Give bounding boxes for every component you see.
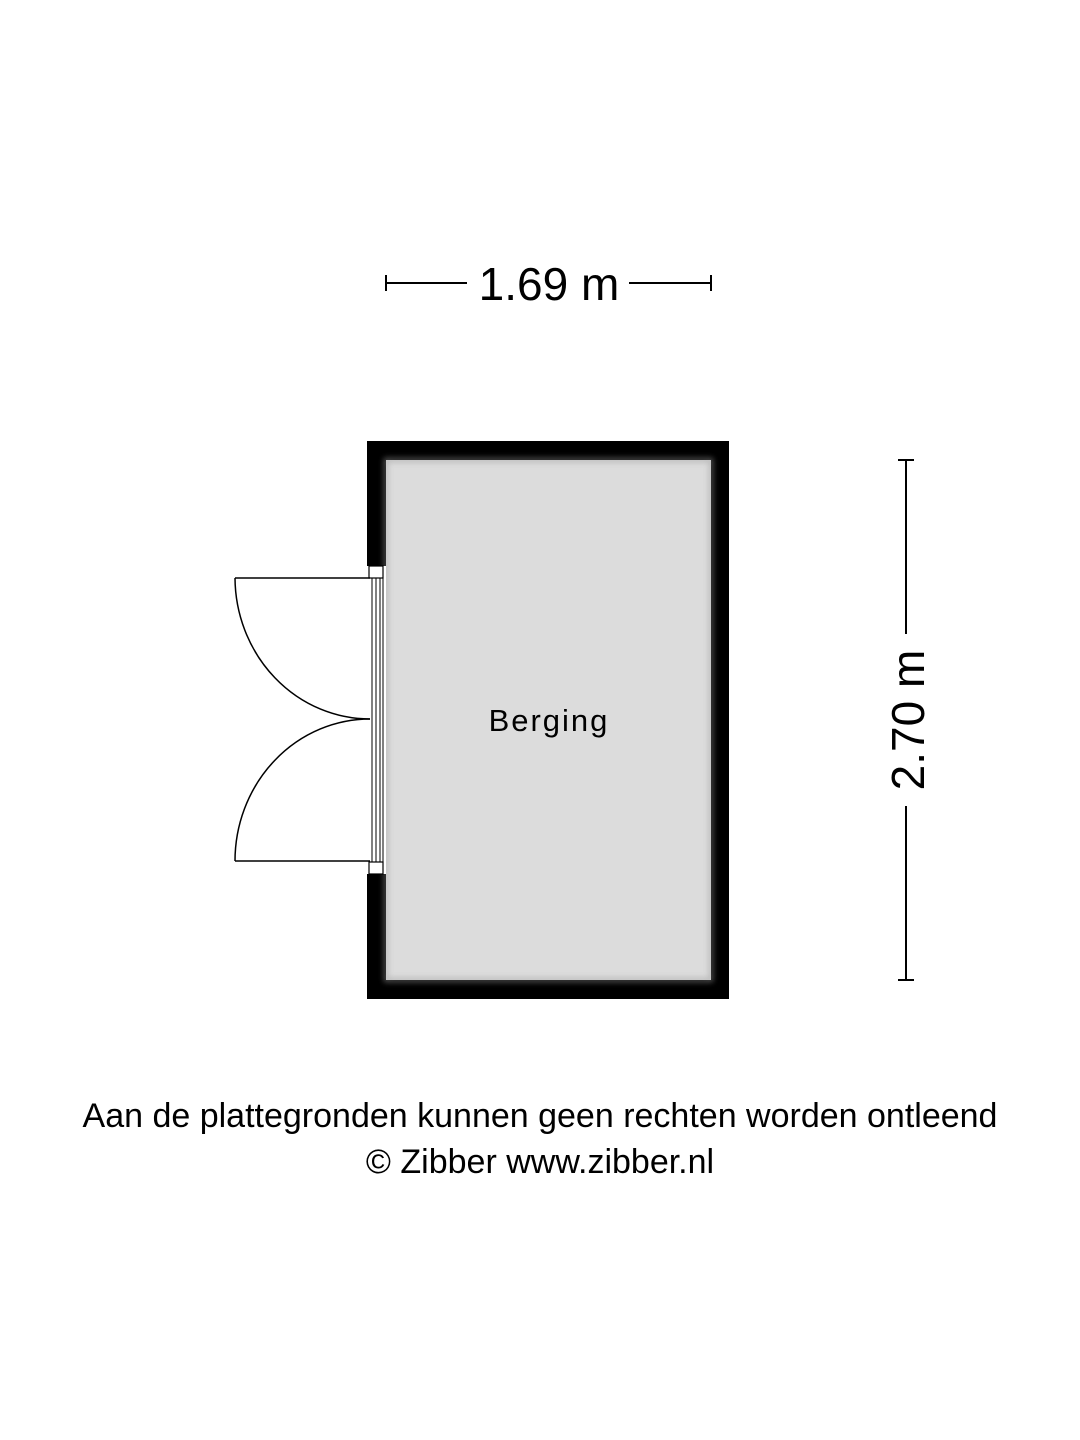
width-dim-label: 1.69 m xyxy=(479,258,620,310)
width-dimension: 1.69 m xyxy=(385,258,712,310)
depth-dimension: 2.70 m xyxy=(882,459,934,981)
door-swing-lower xyxy=(234,718,371,862)
room-berging: Berging xyxy=(367,441,729,999)
door-frame-bottom xyxy=(368,861,384,875)
depth-dim-label: 2.70 m xyxy=(882,650,934,791)
door-swing-upper xyxy=(234,577,371,720)
disclaimer-text: Aan de plattegronden kunnen geen rechten… xyxy=(82,1097,998,1135)
room-label: Berging xyxy=(489,703,610,738)
credit-text: © Zibber www.zibber.nl xyxy=(365,1143,715,1181)
double-door xyxy=(234,565,386,875)
room-floor xyxy=(386,460,711,980)
door-frame-top xyxy=(368,565,384,579)
